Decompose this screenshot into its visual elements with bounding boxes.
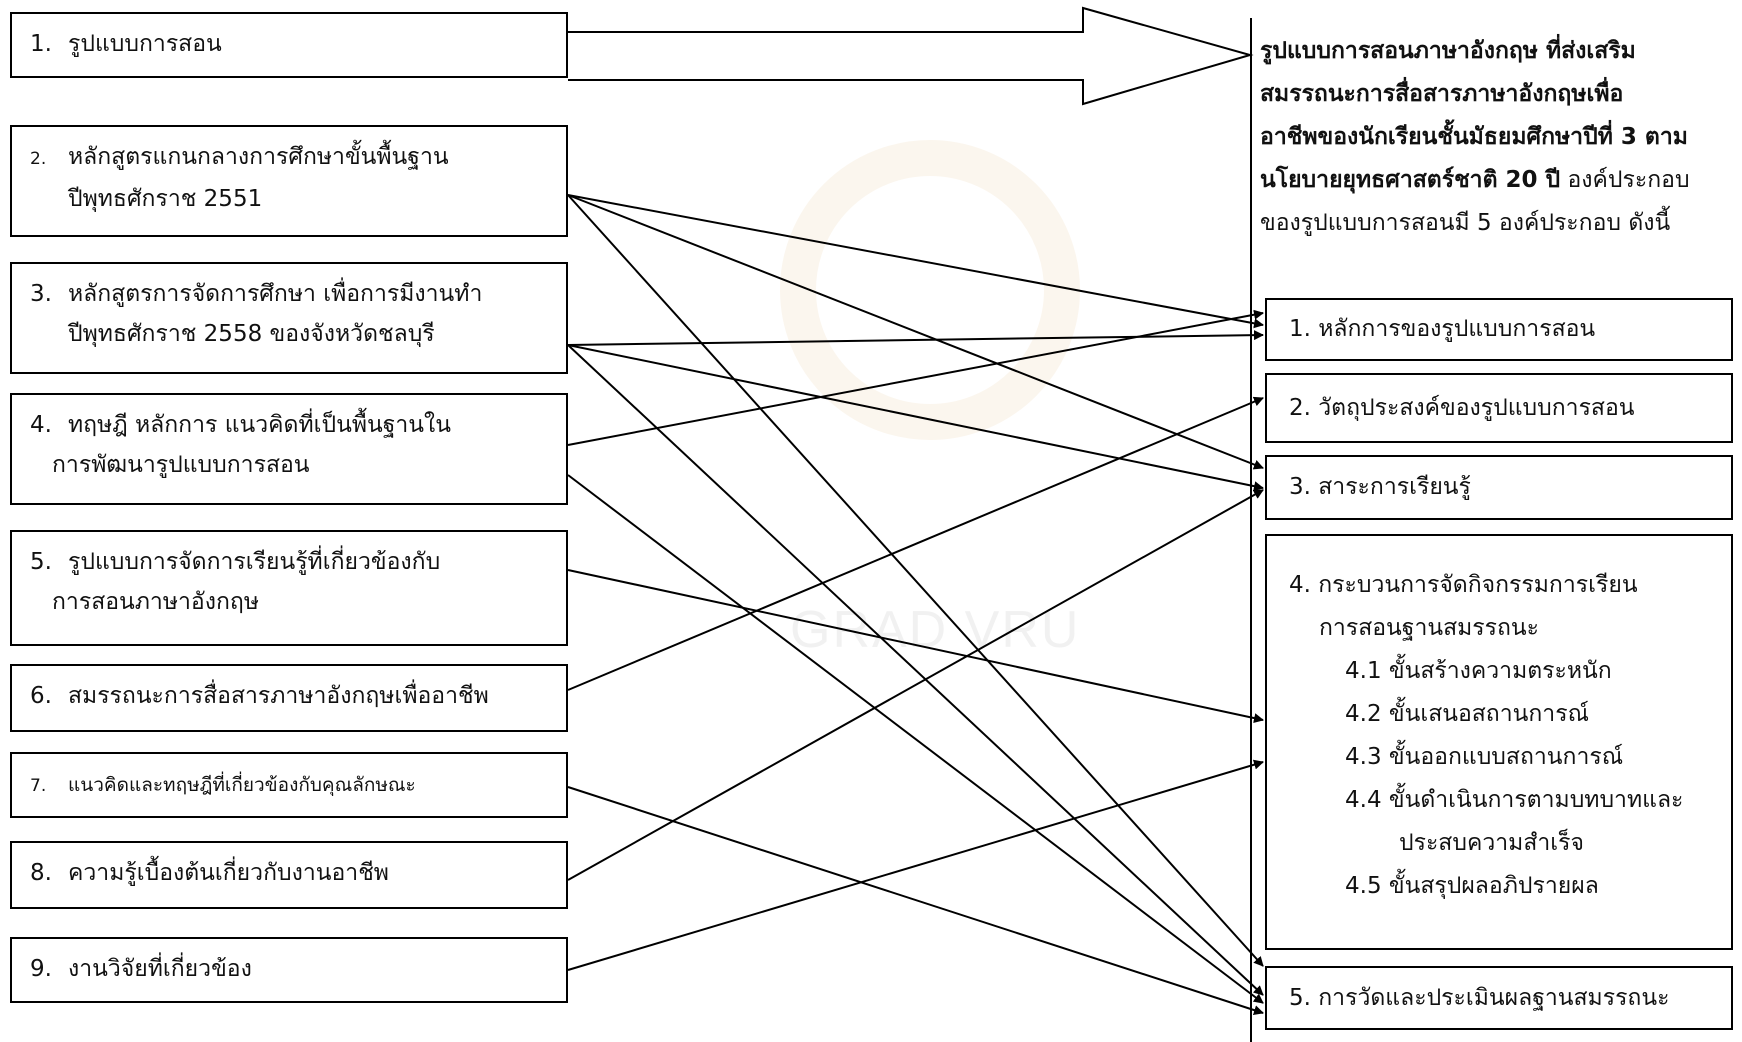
arrow-9-to-4	[567, 759, 1264, 971]
left-item-9: 9.งานวิจัยที่เกี่ยวข้อง	[10, 937, 568, 1003]
left-item-7: 7.แนวคิดและทฤษฎีที่เกี่ยวข้องกับคุณลักษณ…	[10, 752, 568, 818]
arrow-6-to-2	[567, 396, 1264, 691]
block-arrow	[568, 6, 1254, 106]
arrow-8-to-3	[567, 489, 1264, 881]
component-3: 3. สาระการเรียนรู้	[1265, 455, 1733, 520]
step-4-5: 4.5 ขั้นสรุปผลอภิปรายผล	[1345, 873, 1599, 899]
left-item-1: 1.รูปแบบการสอน	[10, 12, 568, 78]
left-item-5: 5.รูปแบบการจัดการเรียนรู้ที่เกี่ยวข้องกั…	[10, 530, 568, 646]
step-4-4: 4.4 ขั้นดำเนินการตามบทบาทและ	[1345, 787, 1684, 813]
left-item-2: 2.หลักสูตรแกนกลางการศึกษาขั้นพื้นฐาน ปีพ…	[10, 125, 568, 237]
step-4-3: 4.3 ขั้นออกแบบสถานการณ์	[1345, 744, 1624, 770]
left-item-8: 8.ความรู้เบื้องต้นเกี่ยวกับงานอาชีพ	[10, 841, 568, 909]
arrow-7-to-5	[567, 786, 1264, 1015]
arrow-5-to-4	[567, 569, 1264, 723]
model-title: รูปแบบการสอนภาษาอังกฤษ ที่ส่งเสริม สมรรถ…	[1260, 38, 1690, 236]
component-4: 4. กระบวนการจัดกิจกรรมการเรียน การสอนฐาน…	[1265, 534, 1733, 950]
arrow-3-to-3	[567, 344, 1264, 492]
right-column-border	[1250, 18, 1252, 1042]
step-4-2: 4.2 ขั้นเสนอสถานการณ์	[1345, 701, 1589, 727]
step-4-1: 4.1 ขั้นสร้างความตระหนัก	[1345, 658, 1612, 684]
left-item-3: 3.หลักสูตรการจัดการศึกษา เพื่อการมีงานทำ…	[10, 262, 568, 374]
component-1: 1. หลักการของรูปแบบการสอน	[1265, 298, 1733, 361]
arrow-2-to-1	[567, 194, 1264, 329]
left-item-4: 4.ทฤษฎี หลักการ แนวคิดที่เป็นพื้นฐานใน ก…	[10, 393, 568, 505]
arrow-2-to-5a	[567, 194, 1264, 967]
arrow-3-to-5	[567, 344, 1264, 996]
left-item-6: 6.สมรรถนะการสื่อสารภาษาอังกฤษเพื่ออาชีพ	[10, 664, 568, 732]
component-2: 2. วัตถุประสงค์ของรูปแบบการสอน	[1265, 373, 1733, 443]
arrow-4-to-1	[567, 309, 1264, 446]
component-5: 5. การวัดและประเมินผลฐานสมรรถนะ	[1265, 966, 1733, 1030]
arrow-4-to-5	[567, 474, 1264, 1004]
arrow-2-to-3	[567, 194, 1264, 470]
arrow-3-to-1	[567, 330, 1264, 346]
